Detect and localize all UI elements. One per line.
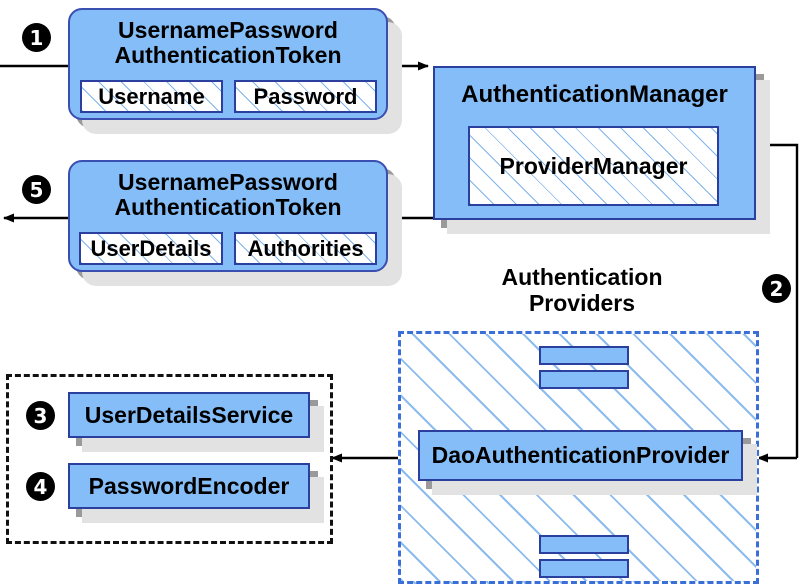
request-token-field-username-label: Username (98, 83, 205, 109)
step-badge-2-number: 2 (769, 276, 784, 301)
provider-placeholder-top-2 (539, 370, 629, 389)
dao-authentication-provider-label: DaoAuthenticationProvider (431, 442, 730, 469)
step-badge-5-number: 5 (29, 177, 44, 202)
step-badge-1-number: 1 (29, 25, 44, 50)
step-badge-3: 3 (26, 401, 55, 430)
support-services-group (6, 374, 333, 544)
provider-manager-label: ProviderManager (499, 152, 688, 179)
password-encoder-box[interactable]: PasswordEncoder (68, 463, 310, 509)
step-badge-3-number: 3 (33, 403, 48, 428)
step-badge-4-number: 4 (33, 474, 48, 499)
request-token-field-username[interactable]: Username (80, 80, 223, 113)
response-token-field-authorities[interactable]: Authorities (234, 232, 377, 265)
provider-placeholder-bottom-1 (539, 535, 629, 554)
user-details-service-box[interactable]: UserDetailsService (68, 392, 310, 438)
response-token-title: UsernamePassword AuthenticationToken (114, 170, 341, 220)
response-token-field-authorities-label: Authorities (247, 235, 364, 261)
response-token-field-userdetails[interactable]: UserDetails (79, 232, 223, 265)
step-badge-2: 2 (762, 274, 791, 303)
authentication-providers-title-line1: Authentication (501, 264, 663, 290)
password-encoder-label: PasswordEncoder (88, 472, 290, 499)
authentication-providers-title-line2: Providers (528, 289, 636, 316)
authentication-manager-label: AuthenticationManager (461, 81, 728, 108)
provider-placeholder-top-1 (539, 346, 629, 365)
response-token-title-line2: AuthenticationToken (114, 193, 342, 220)
request-token-title-line2: AuthenticationToken (114, 41, 342, 68)
step-badge-5: 5 (22, 175, 51, 204)
step-badge-1: 1 (22, 23, 51, 52)
response-token-title-line1: UsernamePassword (118, 169, 338, 195)
authentication-providers-title: Authentication Providers (463, 264, 701, 317)
request-token-field-password-label: Password (253, 83, 358, 109)
user-details-service-label: UserDetailsService (84, 401, 294, 428)
request-token-title: UsernamePassword AuthenticationToken (114, 18, 341, 68)
dao-authentication-provider-box[interactable]: DaoAuthenticationProvider (418, 430, 743, 481)
request-token-title-line1: UsernamePassword (118, 17, 338, 43)
provider-placeholder-bottom-2 (539, 559, 629, 578)
provider-manager-box[interactable]: ProviderManager (468, 126, 719, 206)
response-token-field-userdetails-label: UserDetails (90, 235, 212, 261)
step-badge-4: 4 (26, 472, 55, 501)
request-token-field-password[interactable]: Password (234, 80, 377, 113)
